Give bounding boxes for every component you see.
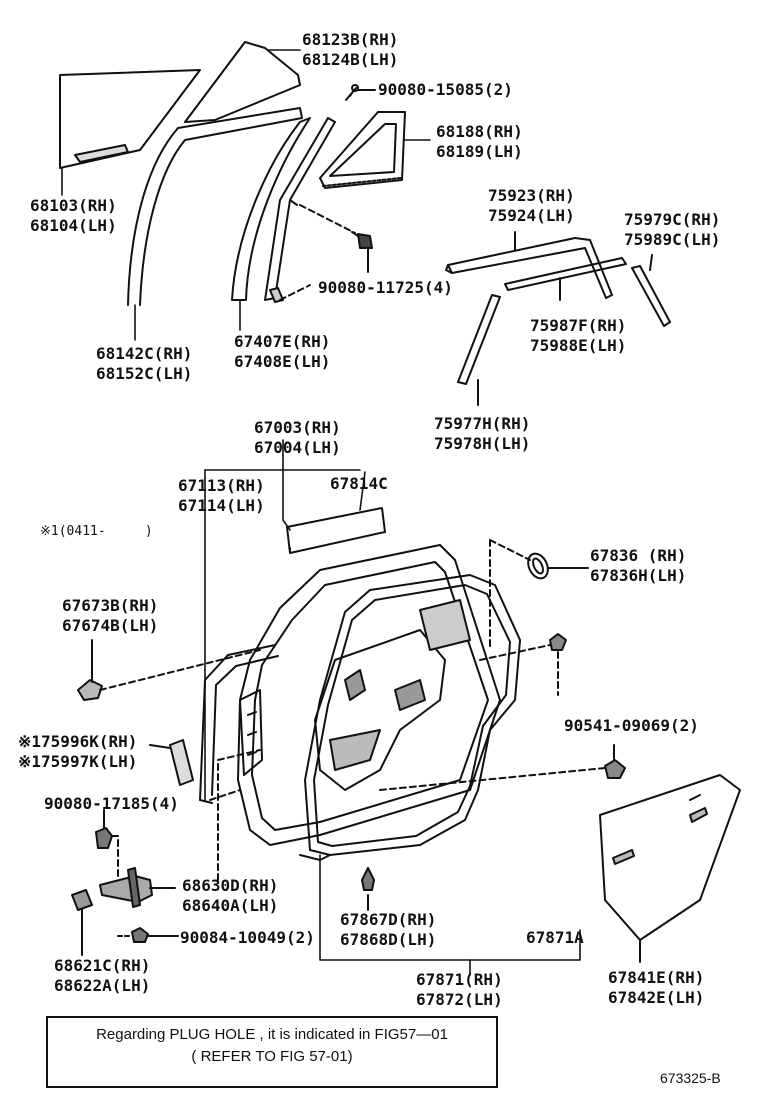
hinge-part bbox=[95, 749, 261, 908]
label-75997k: ※175997K(LH) bbox=[18, 752, 138, 771]
label-90084-10049: 90084-10049(2) bbox=[180, 928, 315, 947]
label-75978h: 75978H(LH) bbox=[434, 434, 531, 453]
label-67836: 67836 (RH) bbox=[590, 546, 687, 565]
label-90541-09069: 90541-09069(2) bbox=[564, 716, 699, 735]
label-67408e: 67408E(LH) bbox=[234, 352, 331, 371]
label-67814c: 67814C bbox=[330, 474, 388, 493]
pad-part bbox=[286, 507, 386, 554]
label-67674b: 67674B(LH) bbox=[62, 616, 159, 635]
front-moulding-part bbox=[457, 294, 501, 406]
label-67868d: 67868D(LH) bbox=[340, 930, 437, 949]
label-67842e: 67842E(LH) bbox=[608, 988, 705, 1007]
label-note-1: ※1(0411- ) bbox=[40, 524, 153, 539]
label-67113: 67113(RH) bbox=[178, 476, 265, 495]
reference-note-box: Regarding PLUG HOLE , it is indicated in… bbox=[46, 1016, 498, 1088]
label-68123b: 68123B(RH) bbox=[302, 30, 399, 49]
label-67872: 67872(LH) bbox=[416, 990, 503, 1009]
label-67871a: 67871A bbox=[526, 928, 584, 947]
small-quarter-glass-part bbox=[319, 111, 406, 189]
service-cover-part bbox=[599, 774, 741, 963]
label-75989c: 75989C(LH) bbox=[624, 230, 721, 249]
label-67114: 67114(LH) bbox=[178, 496, 265, 515]
label-67407e: 67407E(RH) bbox=[234, 332, 331, 351]
plug-part bbox=[489, 539, 589, 651]
figure-id: 673325-B bbox=[660, 1070, 721, 1086]
label-75996k: ※175996K(RH) bbox=[18, 732, 138, 751]
label-67003: 67003(RH) bbox=[254, 418, 341, 437]
rear-clip-part bbox=[379, 633, 626, 791]
label-75979c: 75979C(RH) bbox=[624, 210, 721, 229]
label-68630d: 68630D(RH) bbox=[182, 876, 279, 895]
label-68188: 68188(RH) bbox=[436, 122, 523, 141]
cushion-part bbox=[149, 739, 194, 786]
note-line-1: Regarding PLUG HOLE , it is indicated in… bbox=[96, 1026, 448, 1043]
label-67841e: 67841E(RH) bbox=[608, 968, 705, 987]
bolt-part bbox=[117, 927, 179, 943]
rear-moulding-part bbox=[631, 254, 671, 327]
weatherstrip-clip-part bbox=[361, 867, 375, 911]
label-75924: 75924(LH) bbox=[488, 206, 575, 225]
label-90080-11725: 90080-11725(4) bbox=[318, 278, 453, 297]
label-68104: 68104(LH) bbox=[30, 216, 117, 235]
door-panel-part bbox=[237, 544, 501, 846]
belt-moulding-part bbox=[445, 231, 613, 299]
label-68142c: 68142C(RH) bbox=[96, 344, 193, 363]
label-68622a: 68622A(LH) bbox=[54, 976, 151, 995]
label-68189: 68189(LH) bbox=[436, 142, 523, 161]
door-glass-part bbox=[59, 69, 201, 169]
label-75977h: 75977H(RH) bbox=[434, 414, 531, 433]
label-68621c: 68621C(RH) bbox=[54, 956, 151, 975]
label-67871: 67871(RH) bbox=[416, 970, 503, 989]
label-68103: 68103(RH) bbox=[30, 196, 117, 215]
label-75988e: 75988E(LH) bbox=[530, 336, 627, 355]
label-75923: 75923(RH) bbox=[488, 186, 575, 205]
label-67673b: 67673B(RH) bbox=[62, 596, 159, 615]
division-bar-part bbox=[231, 117, 336, 303]
label-68640a: 68640A(LH) bbox=[182, 896, 279, 915]
clip-part bbox=[77, 639, 261, 701]
label-68152c: 68152C(LH) bbox=[96, 364, 193, 383]
note-line-2: ( REFER TO FIG 57-01) bbox=[191, 1048, 353, 1065]
label-68124b: 68124B(LH) bbox=[302, 50, 399, 69]
label-67867d: 67867D(RH) bbox=[340, 910, 437, 929]
screw-11725 bbox=[279, 204, 373, 301]
label-90080-17185: 90080-17185(4) bbox=[44, 794, 179, 813]
center-moulding-part bbox=[504, 257, 627, 301]
label-67836h: 67836H(LH) bbox=[590, 566, 687, 585]
label-67004: 67004(LH) bbox=[254, 438, 341, 457]
screw-15085 bbox=[345, 84, 376, 101]
run-channel-part bbox=[127, 107, 303, 306]
outer-weatherstrip-part bbox=[199, 644, 279, 804]
quarter-glass-part bbox=[184, 41, 301, 123]
leader-lines bbox=[61, 49, 581, 976]
label-75987f: 75987F(RH) bbox=[530, 316, 627, 335]
hinge-bracket-part bbox=[71, 889, 93, 956]
label-90080-15085: 90080-15085(2) bbox=[378, 80, 513, 99]
